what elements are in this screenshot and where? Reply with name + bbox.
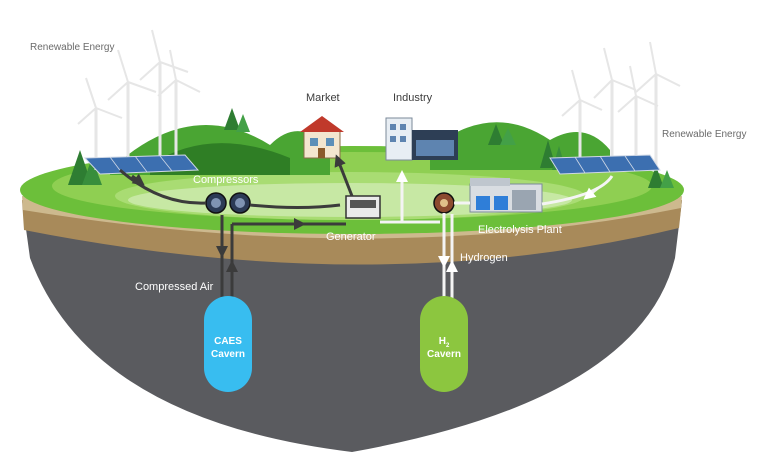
electrolysis-plant-label: Electrolysis Plant [478,224,562,236]
compressed-air-label: Compressed Air [135,281,214,293]
electrolysis-plant [469,178,543,213]
generator-label: Generator [326,231,376,243]
industry-label: Industry [393,92,433,104]
wind-turbines-right [561,41,681,165]
industry-building [385,117,458,161]
caes-cavern-label-line2: Cavern [211,349,245,360]
h2-cavern [420,296,468,392]
hydrogen-pipes [380,170,614,300]
market-building [300,116,344,159]
h2-symbol: H [439,336,446,347]
solar-panels-left [83,154,200,175]
market-label: Market [306,92,340,104]
compressors-label: Compressors [193,174,259,186]
solar-panels-right [549,154,661,175]
caes-cavern-label-line1: CAES [214,336,242,347]
renewable-energy-left-label: Renewable Energy [30,42,115,53]
air-pipes [119,154,354,298]
renewable-energy-right-label: Renewable Energy [662,129,747,140]
caes-cavern [204,296,252,392]
hydrogen-label: Hydrogen [460,252,508,264]
generator [345,195,381,219]
hydrogen-valve [433,192,455,214]
wind-turbines-left [77,29,201,170]
h2-cavern-label-line2: Cavern [427,349,461,360]
hills [110,122,610,175]
h2-cavern-label-line1: H2 [439,336,450,349]
h2-subscript: 2 [446,343,450,349]
